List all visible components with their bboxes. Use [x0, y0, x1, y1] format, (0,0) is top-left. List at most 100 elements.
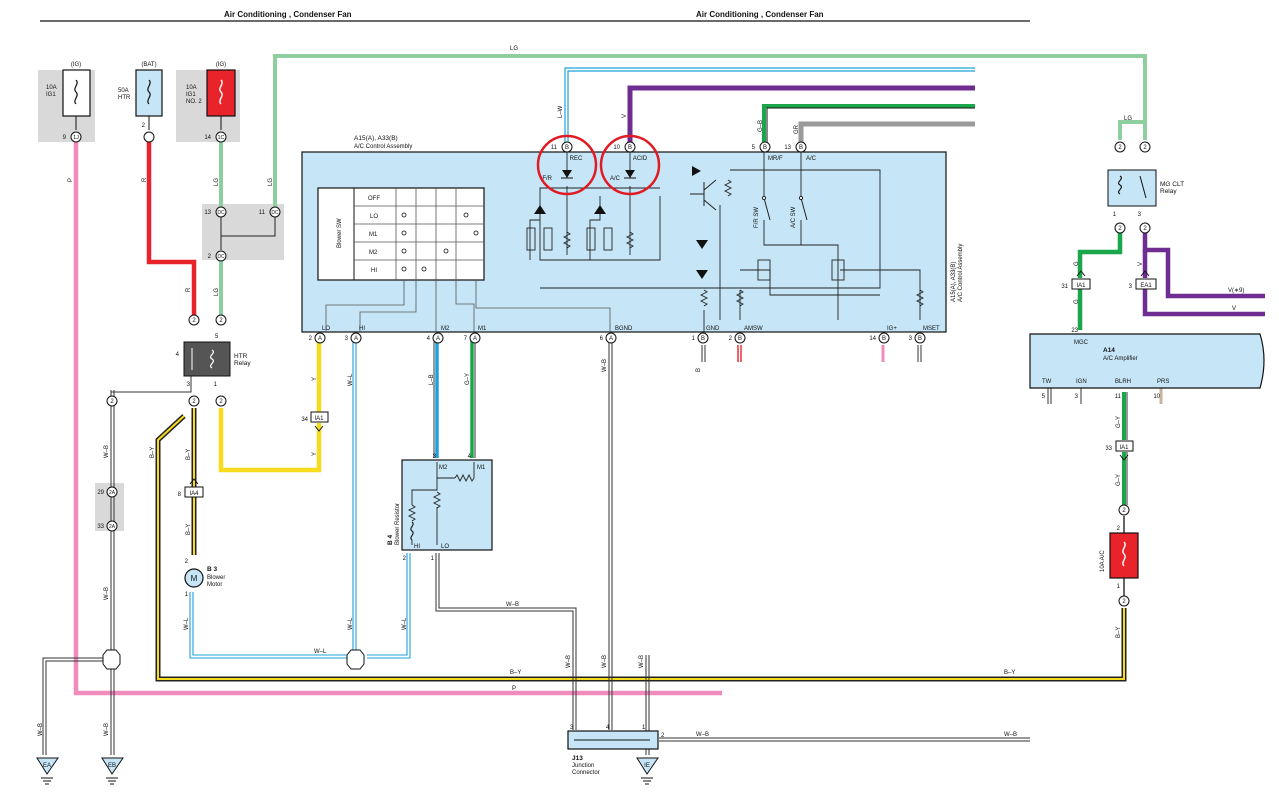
- led-rec-icon: F/R REC: [542, 156, 583, 182]
- svg-text:Relay: Relay: [1160, 188, 1177, 195]
- svg-text:LG: LG: [214, 178, 220, 186]
- junction-connector-j13: 3 4 1 2 J13 Junction Connector: [567, 725, 665, 776]
- svg-text:5: 5: [1042, 394, 1046, 400]
- ac-bottom-pins: LO A 2 HI A 3 M2 A 4 M1 A 7: [309, 326, 940, 344]
- svg-text:J13: J13: [572, 755, 583, 762]
- svg-text:B–Y: B–Y: [186, 524, 192, 535]
- blower-resistor: 3 4 M2 M1 HI LO 2 1 B 4 Blower Resistor: [387, 454, 493, 562]
- svg-text:1: 1: [642, 725, 646, 731]
- wire-wb-junction: [645, 655, 1030, 755]
- svg-text:13: 13: [204, 210, 211, 216]
- wire-gb-green: [762, 104, 975, 142]
- svg-text:10A A/C: 10A A/C: [1100, 550, 1106, 572]
- svg-text:L–W: L–W: [558, 105, 564, 118]
- svg-text:1: 1: [692, 336, 696, 342]
- svg-text:1: 1: [1117, 584, 1121, 590]
- svg-text:10: 10: [1153, 394, 1160, 400]
- svg-text:DC: DC: [271, 210, 279, 216]
- connector-ea1: EA1 3: [1129, 270, 1157, 290]
- svg-text:MGC: MGC: [1074, 340, 1089, 346]
- svg-text:3: 3: [1075, 394, 1079, 400]
- wire-p-pink: [73, 142, 722, 696]
- svg-text:A15(A), A33(B): A15(A), A33(B): [354, 135, 398, 142]
- svg-text:HI: HI: [359, 326, 365, 332]
- svg-text:2: 2: [1118, 226, 1122, 232]
- ac-top-pin-ac: B 13 A/C: [784, 141, 817, 162]
- svg-text:G–Y: G–Y: [465, 373, 471, 385]
- svg-text:B: B: [628, 145, 632, 151]
- wire-gy-m1: [470, 340, 476, 458]
- svg-text:IA1: IA1: [1076, 283, 1086, 289]
- relay-coil-icon: [210, 349, 214, 369]
- svg-text:W–B: W–B: [639, 655, 645, 668]
- svg-text:2: 2: [1117, 526, 1121, 532]
- svg-text:B 4: B 4: [387, 535, 394, 546]
- svg-text:B: B: [565, 145, 569, 151]
- svg-text:W–B: W–B: [506, 602, 519, 608]
- fuse-symbol-icon: [1122, 541, 1126, 567]
- svg-text:2A: 2A: [109, 524, 116, 530]
- svg-text:LG: LG: [214, 288, 220, 296]
- svg-text:M2: M2: [441, 326, 450, 332]
- connector-ia1-right: IA1 33: [1105, 440, 1134, 461]
- svg-text:B: B: [701, 336, 705, 342]
- svg-text:23: 23: [1071, 328, 1078, 334]
- annotation-circle-rec: [536, 134, 598, 196]
- svg-text:MSET: MSET: [923, 326, 940, 332]
- ac-bottom-pin-m1: M1 A 7: [464, 326, 487, 344]
- svg-text:14: 14: [869, 336, 876, 342]
- svg-text:Blower Resistor: Blower Resistor: [395, 503, 401, 545]
- connector-ia4: IA4 8: [178, 478, 204, 498]
- svg-text:3: 3: [433, 454, 437, 460]
- svg-text:W–B: W–B: [104, 587, 110, 600]
- connector-ia1-mgc: IA1 31: [1061, 270, 1091, 290]
- svg-text:M2: M2: [369, 250, 378, 256]
- svg-text:Y: Y: [312, 452, 318, 456]
- svg-text:G–Y: G–Y: [1116, 474, 1122, 486]
- svg-text:Relay: Relay: [234, 360, 251, 367]
- svg-text:IA1: IA1: [1119, 445, 1129, 451]
- svg-text:LO: LO: [322, 326, 330, 332]
- switch-traces: [325, 280, 611, 332]
- svg-text:B–Y: B–Y: [1004, 670, 1015, 676]
- svg-text:10: 10: [613, 145, 620, 151]
- svg-text:B–Y: B–Y: [150, 447, 156, 458]
- header-title-right: Air Conditioning , Condenser Fan: [696, 10, 824, 19]
- svg-text:2: 2: [192, 399, 196, 405]
- svg-text:BGND: BGND: [615, 326, 633, 332]
- svg-text:W–B: W–B: [602, 359, 608, 372]
- svg-text:IE: IE: [644, 763, 650, 769]
- ac-top-pin-rec: B 11: [551, 141, 573, 153]
- fuse-symbol-icon: [74, 79, 78, 105]
- svg-text:TW: TW: [1042, 379, 1052, 385]
- svg-text:1: 1: [214, 382, 218, 388]
- svg-text:1: 1: [1113, 212, 1117, 218]
- wire-wb-bgnd: [608, 340, 613, 730]
- svg-text:W–B: W–B: [566, 655, 572, 668]
- svg-text:EA1: EA1: [1140, 283, 1152, 289]
- svg-text:W–L: W–L: [314, 649, 327, 655]
- svg-text:(BAT): (BAT): [141, 62, 156, 68]
- svg-text:IG+: IG+: [887, 326, 897, 332]
- svg-text:W–B: W–B: [1004, 732, 1017, 738]
- svg-text:3: 3: [909, 336, 913, 342]
- svg-text:3: 3: [1129, 284, 1133, 290]
- ac-bottom-pin-lo: LO A 2: [309, 326, 330, 344]
- splice-point-left: [102, 649, 121, 670]
- svg-text:M1: M1: [478, 326, 487, 332]
- svg-text:IA1: IA1: [314, 416, 324, 422]
- ac-bottom-pin-mset: MSET B 3: [909, 326, 940, 344]
- svg-text:A/C Control Assembly: A/C Control Assembly: [958, 244, 964, 302]
- svg-text:B–Y: B–Y: [1116, 627, 1122, 638]
- svg-text:10A: 10A: [186, 85, 197, 91]
- ac-top-pin-mrf: B 5 MR/F: [752, 141, 783, 162]
- header-title-left: Air Conditioning , Condenser Fan: [224, 10, 352, 19]
- svg-text:A14: A14: [1103, 347, 1115, 354]
- svg-text:DC: DC: [217, 210, 225, 216]
- svg-text:13: 13: [784, 145, 791, 151]
- svg-text:3: 3: [345, 336, 349, 342]
- relay-switch-icon: [1139, 175, 1147, 199]
- wire-color-labels: LG LG LG LG LG L–W V G–B GR P P R R Y Y …: [38, 46, 1244, 738]
- svg-text:W–B: W–B: [38, 723, 44, 736]
- svg-text:W–L: W–L: [348, 617, 354, 630]
